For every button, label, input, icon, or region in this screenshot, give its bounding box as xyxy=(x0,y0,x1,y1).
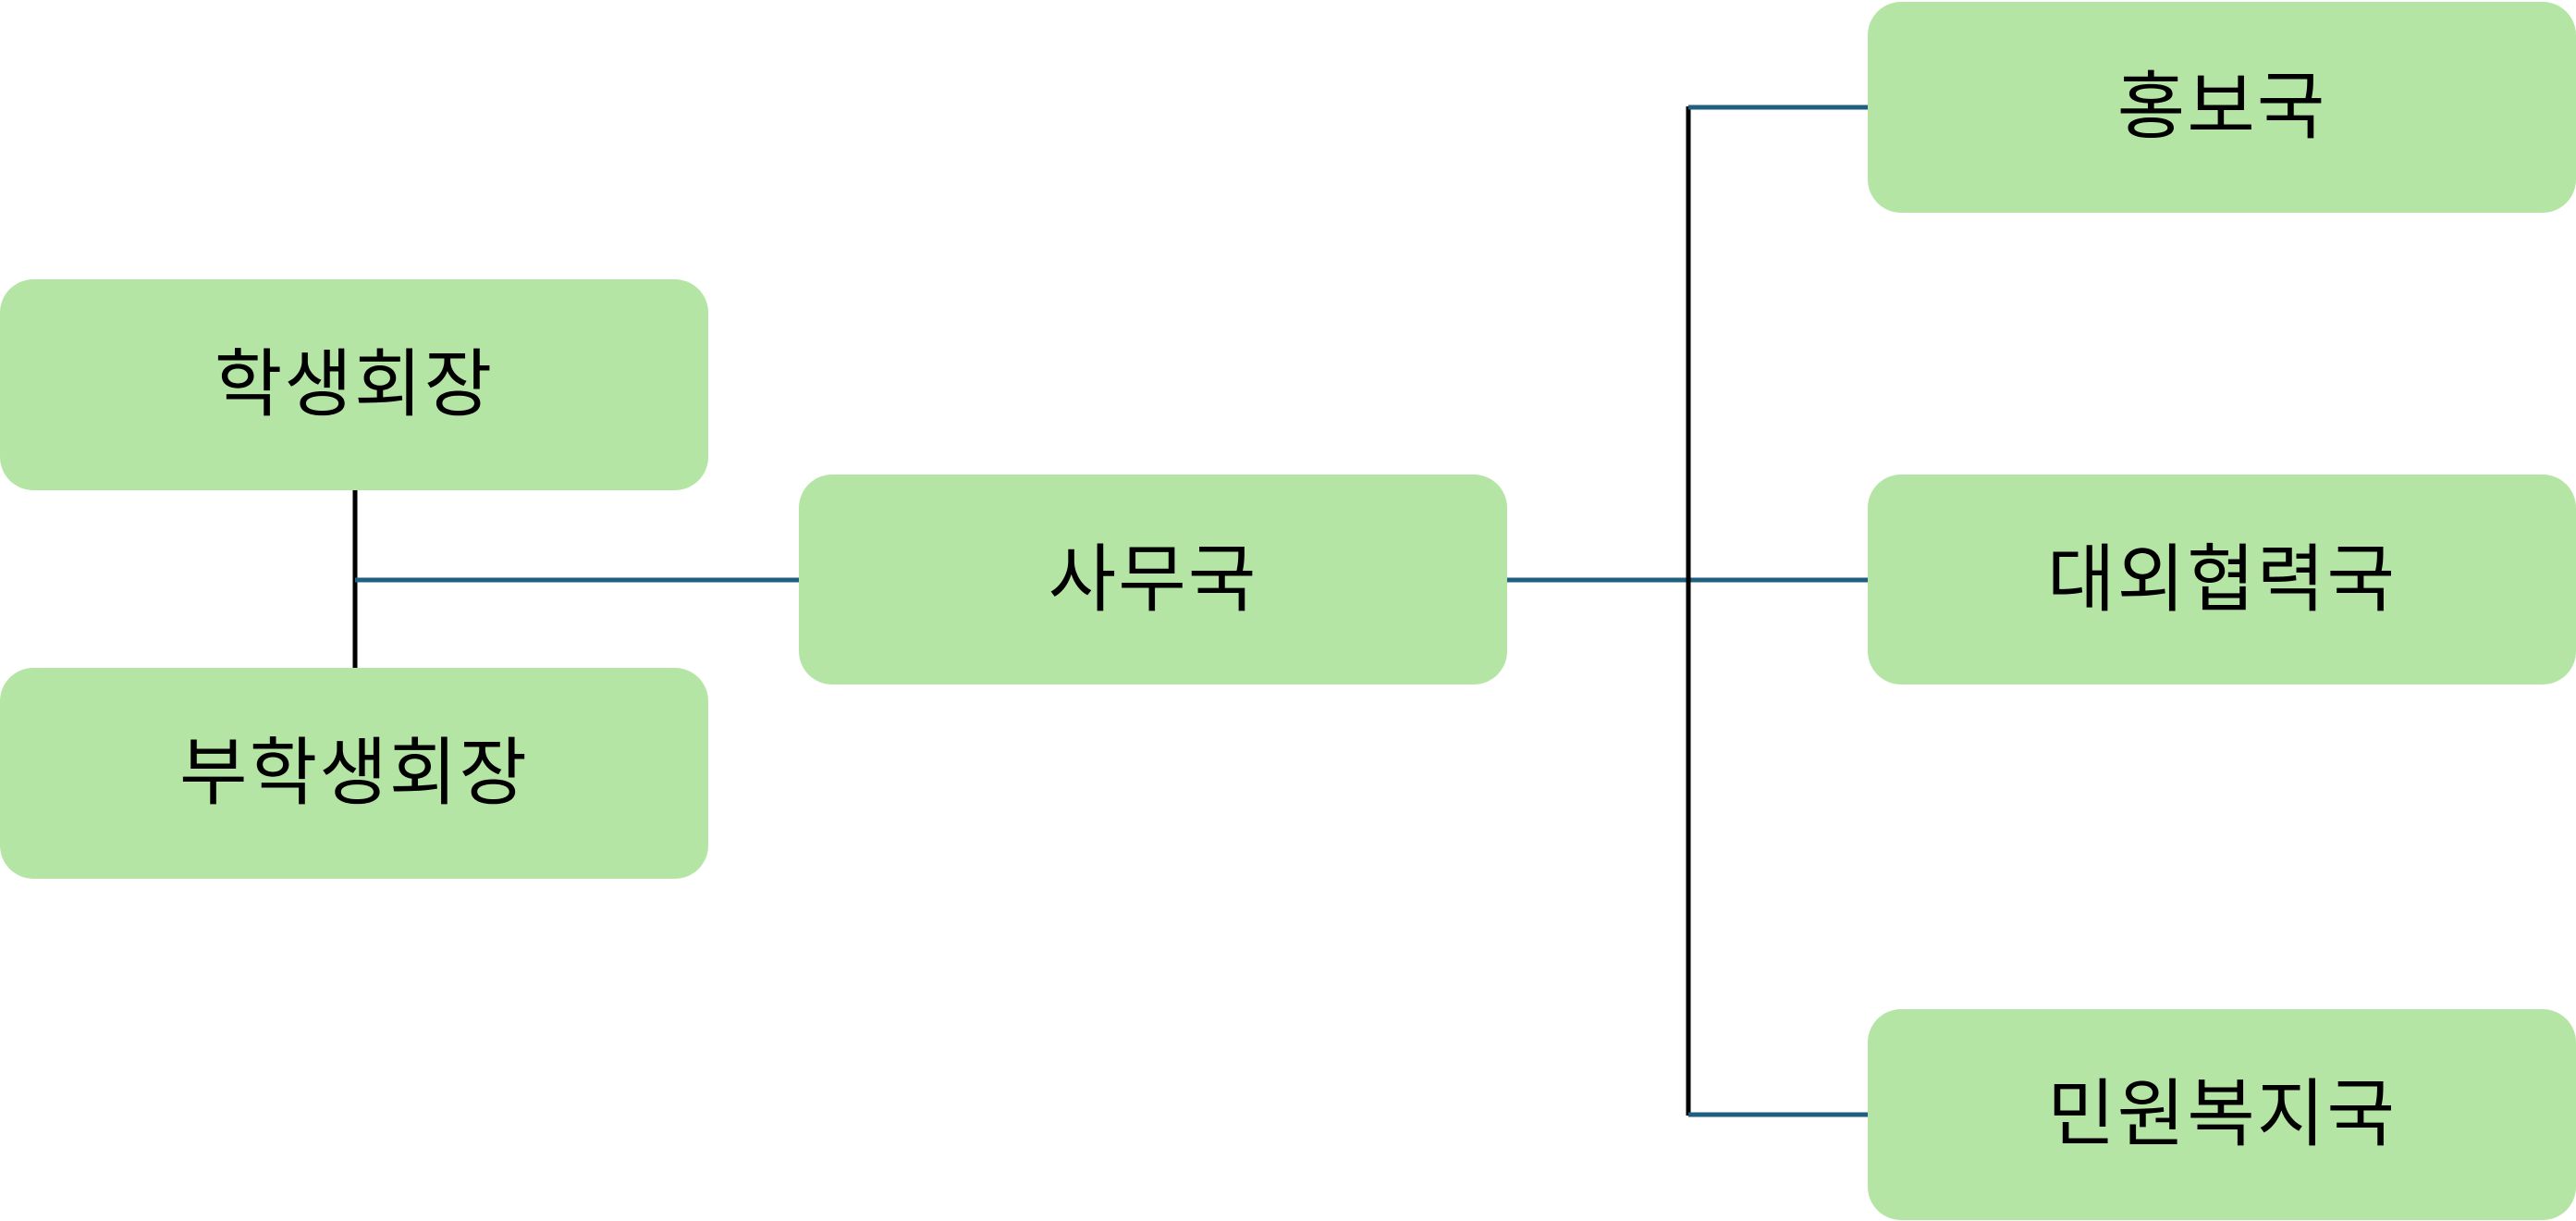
student-president-node: 학생회장 xyxy=(0,279,708,490)
vice-president-node: 부학생회장 xyxy=(0,668,708,879)
public-relations-label: 홍보국 xyxy=(2116,64,2327,150)
vice-president-label: 부학생회장 xyxy=(179,730,529,816)
civil-welfare-node: 민원복지국 xyxy=(1868,1009,2576,1220)
civil-welfare-label: 민원복지국 xyxy=(2047,1071,2397,1157)
secretariat-label: 사무국 xyxy=(1048,536,1258,623)
student-president-label: 학생회장 xyxy=(214,341,495,427)
public-relations-node: 홍보국 xyxy=(1868,2,2576,213)
external-cooperation-label: 대외협력국 xyxy=(2047,536,2397,623)
secretariat-node: 사무국 xyxy=(799,475,1507,684)
external-cooperation-node: 대외협력국 xyxy=(1868,475,2576,684)
